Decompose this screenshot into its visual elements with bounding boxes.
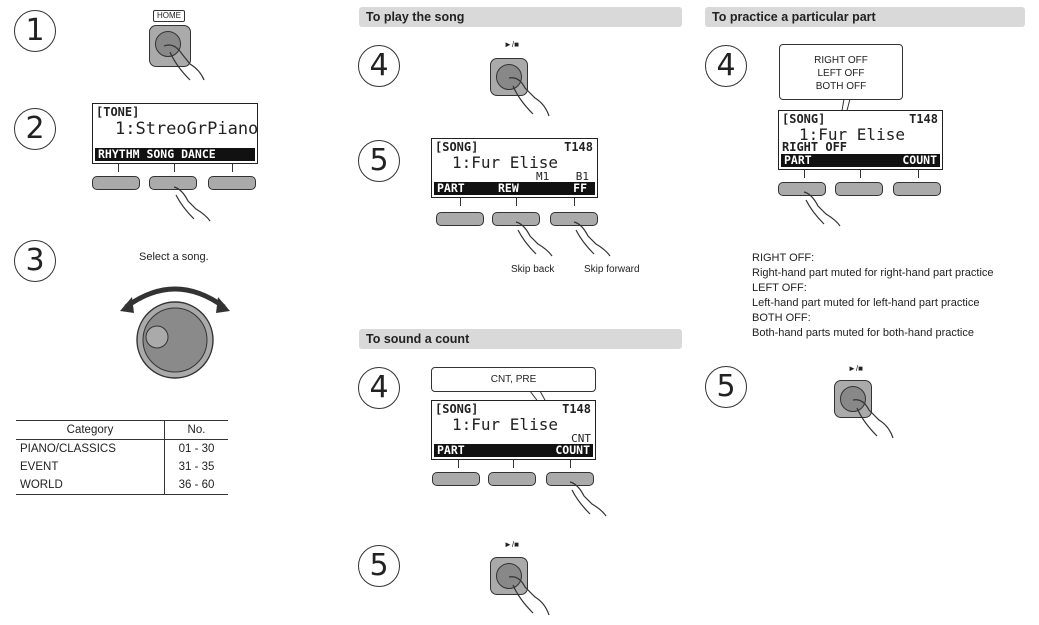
softkey-ff[interactable] [550,212,598,226]
lcd-song-header: [SONG] [435,140,479,154]
step-number-4: 4 [358,367,400,409]
play-stop-label: ►/■ [504,40,519,49]
softkey-rew[interactable] [492,212,540,226]
table-cell: EVENT [20,461,59,473]
lcd-count-indicator: CNT [571,432,591,445]
lcd-beat: B1 [575,170,589,183]
softkey-part[interactable] [432,472,480,486]
lcd-softkey-bar: PART REW FF [434,182,595,195]
pointing-hand-icon [508,77,550,117]
softkey-count[interactable] [546,472,594,486]
softkey-part[interactable] [436,212,484,226]
step-number-5: 5 [358,140,400,182]
note-heading: LEFT OFF: [752,282,807,294]
callout-option-right-off: RIGHT OFF [814,55,868,66]
table-cell: 01 - 30 [164,439,228,458]
lcd-softkey-bar: PART COUNT [434,444,593,457]
pointing-hand-icon [508,576,550,616]
skip-forward-caption: Skip forward [584,264,640,275]
step-number-3: 3 [14,240,56,282]
step-number-4: 4 [358,45,400,87]
lcd-measure: M1 [536,170,550,183]
softkey-center[interactable] [835,182,883,196]
lcd-tempo: T148 [562,402,591,416]
play-stop-label: ►/■ [504,540,519,549]
count-callout: CNT, PRE [431,367,596,392]
table-cell: PIANO/CLASSICS [20,443,116,455]
play-stop-label: ►/■ [848,364,863,373]
table-header-no: No. [164,420,228,440]
part-options-callout: RIGHT OFF LEFT OFF BOTH OFF [779,44,903,100]
table-cell: 36 - 60 [164,476,228,495]
play-stop-button[interactable] [490,58,528,96]
lcd-softkey-bar: PART COUNT [781,154,940,167]
home-label: HOME [153,10,185,22]
part-notes: RIGHT OFF: Right-hand part muted for rig… [752,251,994,341]
softkey-song[interactable] [149,176,197,190]
softkey-label-part: PART [784,153,812,167]
table-cell: 31 - 35 [164,458,228,476]
pointing-hand-icon [163,44,205,81]
callout-option-left-off: LEFT OFF [817,68,865,79]
softkey-dance[interactable] [208,176,256,190]
lcd-display-tone: [TONE] 1:StreoGrPiano RHYTHM SONG DANCE [92,103,258,164]
lcd-tempo: T148 [564,140,593,154]
play-stop-button[interactable] [490,557,528,595]
softkey-label-part: PART [437,181,465,195]
softkey-center[interactable] [488,472,536,486]
lcd-part-status: RIGHT OFF [782,140,848,154]
softkey-label-count: COUNT [555,443,590,457]
section-title-count: To sound a count [359,329,682,349]
softkey-label-rew: REW [498,181,519,195]
lcd-song-name: 1:Fur Elise [452,415,558,434]
pointing-hand-icon [569,481,607,517]
note-text: Both-hand parts muted for both-hand prac… [752,327,974,339]
pointing-hand-icon [852,399,894,439]
lcd-tempo: T148 [909,112,938,126]
softkey-count[interactable] [893,182,941,196]
pointing-hand-icon [173,186,211,222]
section-title-practice: To practice a particular part [705,7,1025,27]
lcd-display-song-play: [SONG] T148 1:Fur Elise M1 B1 PART REW F… [431,138,598,198]
step-number-2: 2 [14,108,56,150]
lcd-song-header: [SONG] [782,112,826,126]
softkey-label-part: PART [437,443,465,457]
lcd-softkey-bar: RHYTHM SONG DANCE [95,148,255,161]
step-number-1: 1 [14,10,56,52]
step-number-5: 5 [705,366,747,408]
lcd-display-song-part: [SONG] T148 1:Fur Elise RIGHT OFF PART C… [778,110,943,170]
home-button[interactable] [149,25,191,67]
softkey-part[interactable] [778,182,826,196]
note-text: Left-hand part muted for left-hand part … [752,297,980,309]
step-number-5: 5 [358,545,400,587]
select-song-caption: Select a song. [139,251,209,263]
note-heading: BOTH OFF: [752,312,811,324]
dial-knob-icon[interactable] [120,275,230,395]
lcd-song-name: 1:Fur Elise [799,125,905,144]
pointing-hand-icon [803,191,841,227]
pointing-hand-icon [515,221,553,257]
softkey-label-ff: FF [573,181,587,195]
step-number-4: 4 [705,45,747,87]
softkey-rhythm[interactable] [92,176,140,190]
table-row: EVENT 31 - 35 [16,458,228,476]
lcd-tone-name: 1:StreoGrPiano [115,119,258,139]
lcd-song-name: 1:Fur Elise [452,153,558,172]
lcd-tone-header: [TONE] [96,105,140,119]
callout-option-both-off: BOTH OFF [815,81,867,92]
song-category-table: Category No. PIANO/CLASSICS 01 - 30 EVEN… [16,420,228,495]
table-row: PIANO/CLASSICS 01 - 30 [16,439,228,458]
table-header-category: Category [16,420,165,440]
section-title-play: To play the song [359,7,682,27]
note-text: Right-hand part muted for right-hand par… [752,267,994,279]
note-heading: RIGHT OFF: [752,252,815,264]
softkey-label-count: COUNT [902,153,937,167]
table-row: WORLD 36 - 60 [16,476,228,495]
pointing-hand-icon [573,221,611,257]
skip-back-caption: Skip back [511,264,555,275]
lcd-song-header: [SONG] [435,402,479,416]
lcd-display-song-count: [SONG] T148 1:Fur Elise CNT PART COUNT [431,400,596,460]
table-cell: WORLD [16,476,165,495]
play-stop-button[interactable] [834,380,872,418]
